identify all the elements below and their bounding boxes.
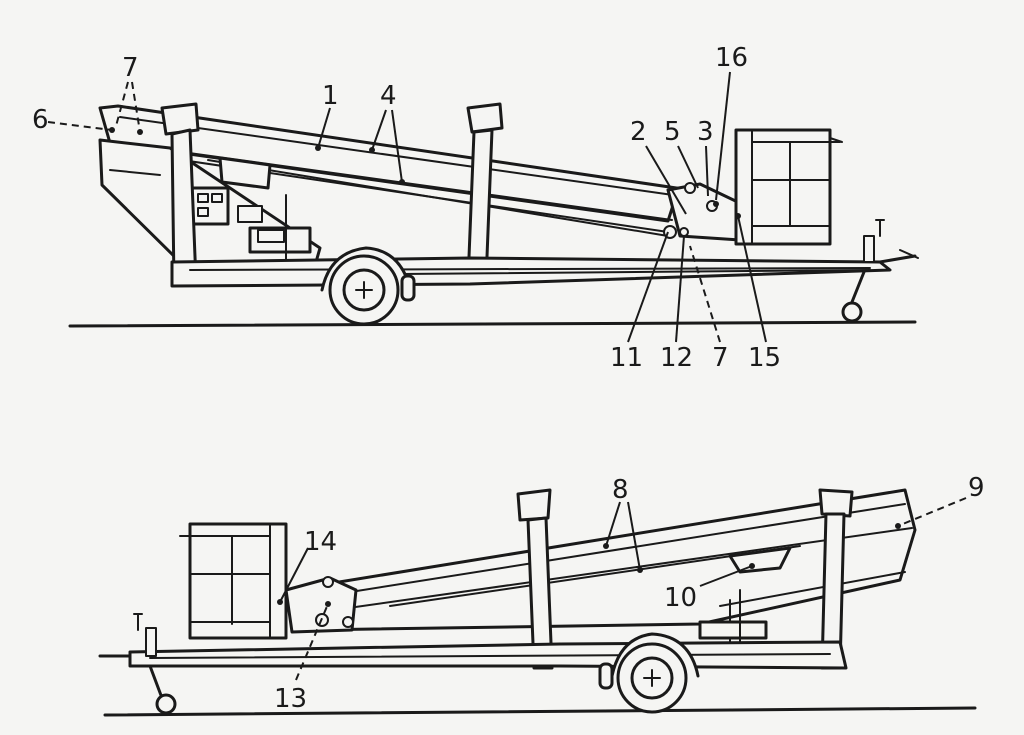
- label-10: 10: [664, 583, 697, 613]
- label-6: 6: [32, 105, 49, 135]
- bottom-chassis: [128, 632, 848, 678]
- bottom-lift-drawing: 8 9 10 14 13: [98, 473, 985, 717]
- top-tow-hitch: [841, 219, 919, 323]
- top-basket-assembly: [663, 128, 843, 246]
- label-2: 2: [630, 117, 647, 147]
- label-5: 5: [664, 117, 681, 147]
- label-11: 11: [610, 343, 643, 373]
- top-wheel: [328, 254, 416, 326]
- label-4: 4: [380, 81, 397, 111]
- top-base-structure: [98, 138, 322, 269]
- label-12: 12: [660, 343, 693, 373]
- label-13: 13: [274, 684, 307, 714]
- label-3: 3: [697, 117, 714, 147]
- bottom-tow-hitch: [98, 613, 177, 715]
- bottom-right-post: [818, 488, 854, 670]
- top-lift-drawing: 1 4 6 7 2 5 3 16 11 12 7 15: [32, 43, 919, 373]
- label-9: 9: [968, 473, 985, 503]
- bottom-mid-post: [516, 488, 554, 670]
- label-16: 16: [715, 43, 748, 73]
- top-ground-line: [68, 320, 917, 328]
- label-7-right: 7: [712, 343, 729, 373]
- bottom-leader-lines: [277, 497, 967, 681]
- top-part-labels: 1 4 6 7 2 5 3 16 11 12 7 15: [32, 43, 781, 373]
- top-leader-lines: [47, 71, 767, 343]
- label-1: 1: [322, 81, 339, 111]
- bottom-wheel: [598, 642, 688, 714]
- label-15: 15: [748, 343, 781, 373]
- bottom-basket-assembly: [179, 522, 358, 640]
- label-14: 14: [304, 527, 337, 557]
- bottom-ground-line: [103, 706, 977, 717]
- bottom-part-labels: 8 9 10 14 13: [274, 473, 985, 714]
- label-8: 8: [612, 475, 629, 505]
- label-7-left: 7: [122, 53, 139, 83]
